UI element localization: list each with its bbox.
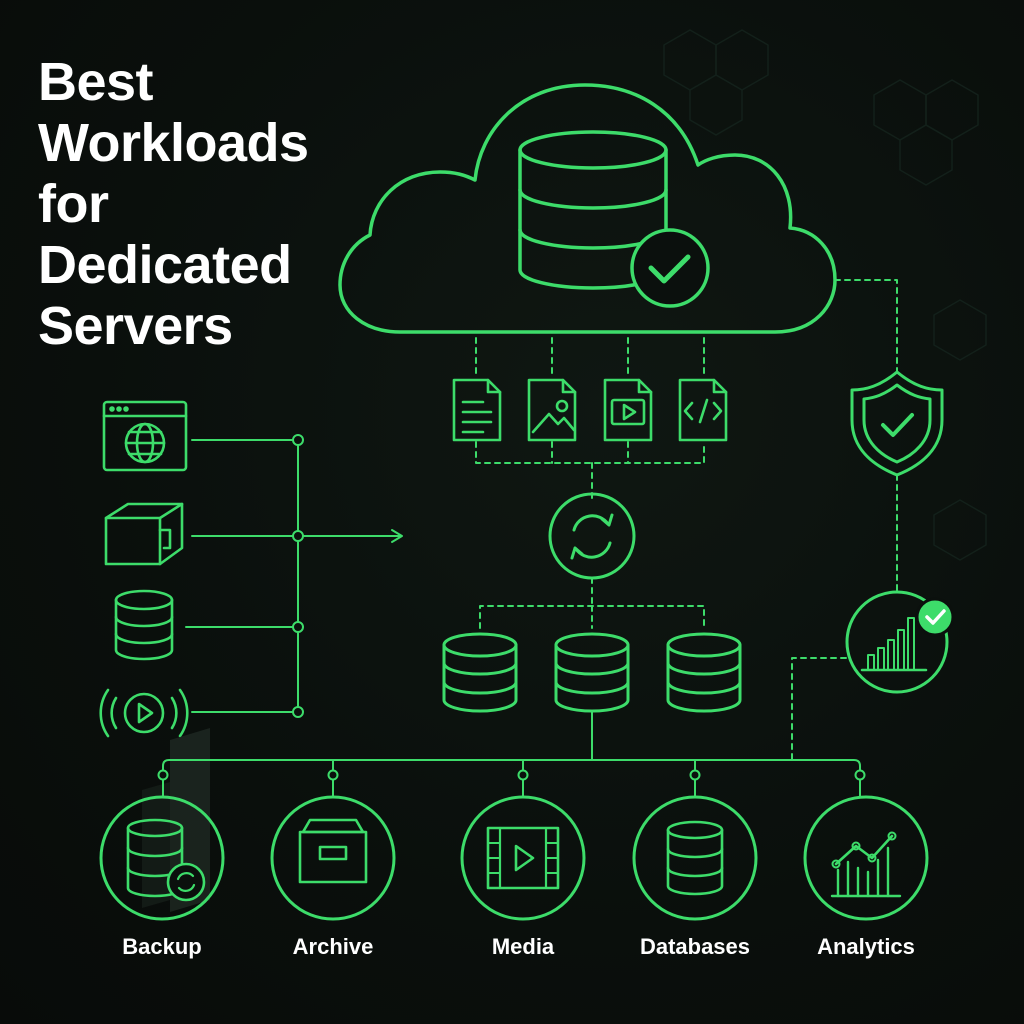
- success-badge-icon: [915, 597, 955, 637]
- workload-bus: [157, 711, 866, 797]
- document-file-icon: [452, 378, 502, 442]
- page-title: Best Workloads for Dedicated Servers: [38, 52, 309, 357]
- film-play-icon: [460, 795, 586, 921]
- bar-chart-icon: [845, 590, 949, 694]
- package-cube-icon: [104, 502, 184, 566]
- title-line: Servers: [38, 296, 233, 356]
- image-file-icon: [527, 378, 577, 442]
- database-icon: [632, 795, 758, 921]
- source-bus: [185, 434, 403, 718]
- sync-icon: [548, 492, 636, 580]
- security-links: [791, 279, 898, 761]
- database-icon: [554, 632, 630, 713]
- database-backup-icon: [99, 795, 225, 921]
- code-file-icon: [678, 378, 728, 442]
- workload-label-backup: Backup: [122, 934, 202, 959]
- workload-label-media: Media: [491, 934, 555, 959]
- cloud-outline: [338, 83, 837, 334]
- workload-label-databases: Databases: [639, 934, 751, 959]
- workload-label-archive: Archive: [292, 934, 374, 959]
- database-icon: [442, 632, 518, 713]
- line-chart-icon: [803, 795, 929, 921]
- hex-background: [663, 29, 987, 561]
- title-line: Workloads: [38, 113, 309, 173]
- archive-box-icon: [270, 795, 396, 921]
- database-icon: [114, 589, 174, 661]
- title-line: for: [38, 174, 109, 234]
- title-line: Best: [38, 52, 154, 112]
- cloud-file-links: [475, 337, 705, 501]
- database-icon: [666, 632, 742, 713]
- sync-db-links: [479, 577, 705, 629]
- workload-label-analytics: Analytics: [817, 934, 915, 959]
- title-line: Dedicated: [38, 235, 292, 295]
- video-file-icon: [603, 378, 653, 442]
- broadcast-play-icon: [99, 688, 189, 738]
- browser-globe-icon: [102, 400, 188, 472]
- verified-check-icon: [630, 228, 710, 308]
- shield-check-icon: [850, 370, 944, 477]
